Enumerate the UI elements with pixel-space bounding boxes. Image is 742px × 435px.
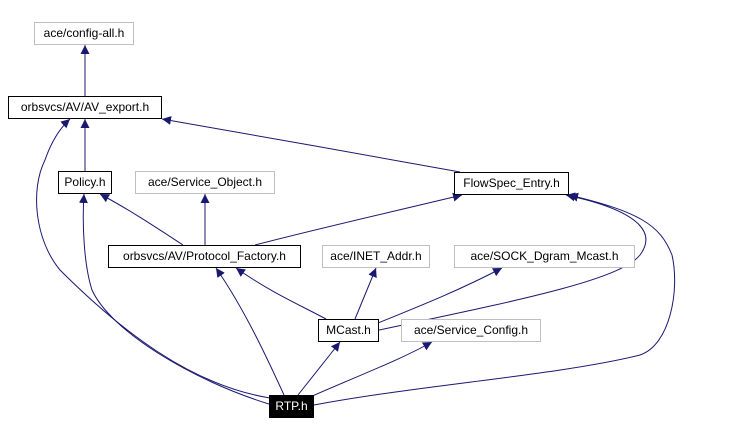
- edge-rtp-to-flowspec-entry: [313, 192, 676, 406]
- edge-protocol-factory-to-flowspec-entry: [254, 192, 463, 246]
- edge-rtp-to-protocol-factory: [215, 267, 285, 396]
- node-ace-service-object[interactable]: ace/Service_Object.h: [135, 171, 275, 194]
- edge-rtp-to-av-export: [36, 118, 271, 399]
- edge-rtp-to-service-config: [309, 341, 433, 398]
- edge-rtp-to-policy: [78, 193, 273, 406]
- edge-rtp-to-mcast: [297, 341, 341, 396]
- node-flowspec-entry[interactable]: FlowSpec_Entry.h: [454, 172, 569, 195]
- edge-mcast-to-inet-addr: [354, 267, 377, 320]
- node-protocol-factory[interactable]: orbsvcs/AV/Protocol_Factory.h: [108, 245, 301, 268]
- edge-mcast-to-protocol-factory: [235, 267, 327, 320]
- node-policy[interactable]: Policy.h: [58, 171, 112, 194]
- node-ace-config-all[interactable]: ace/config-all.h: [34, 22, 134, 45]
- node-mcast[interactable]: MCast.h: [318, 319, 379, 342]
- edge-flowspec-entry-to-av-export: [161, 116, 461, 173]
- node-rtp[interactable]: RTP.h: [269, 395, 314, 418]
- node-av-export[interactable]: orbsvcs/AV/AV_export.h: [8, 96, 162, 119]
- node-ace-inet-addr[interactable]: ace/INET_Addr.h: [322, 245, 430, 268]
- node-ace-sock-dgram-mcast[interactable]: ace/SOCK_Dgram_Mcast.h: [454, 245, 635, 268]
- edge-mcast-to-sock-dgram-mcast: [377, 267, 503, 324]
- edge-protocol-factory-to-policy: [99, 193, 184, 246]
- node-ace-service-config[interactable]: ace/Service_Config.h: [401, 319, 541, 342]
